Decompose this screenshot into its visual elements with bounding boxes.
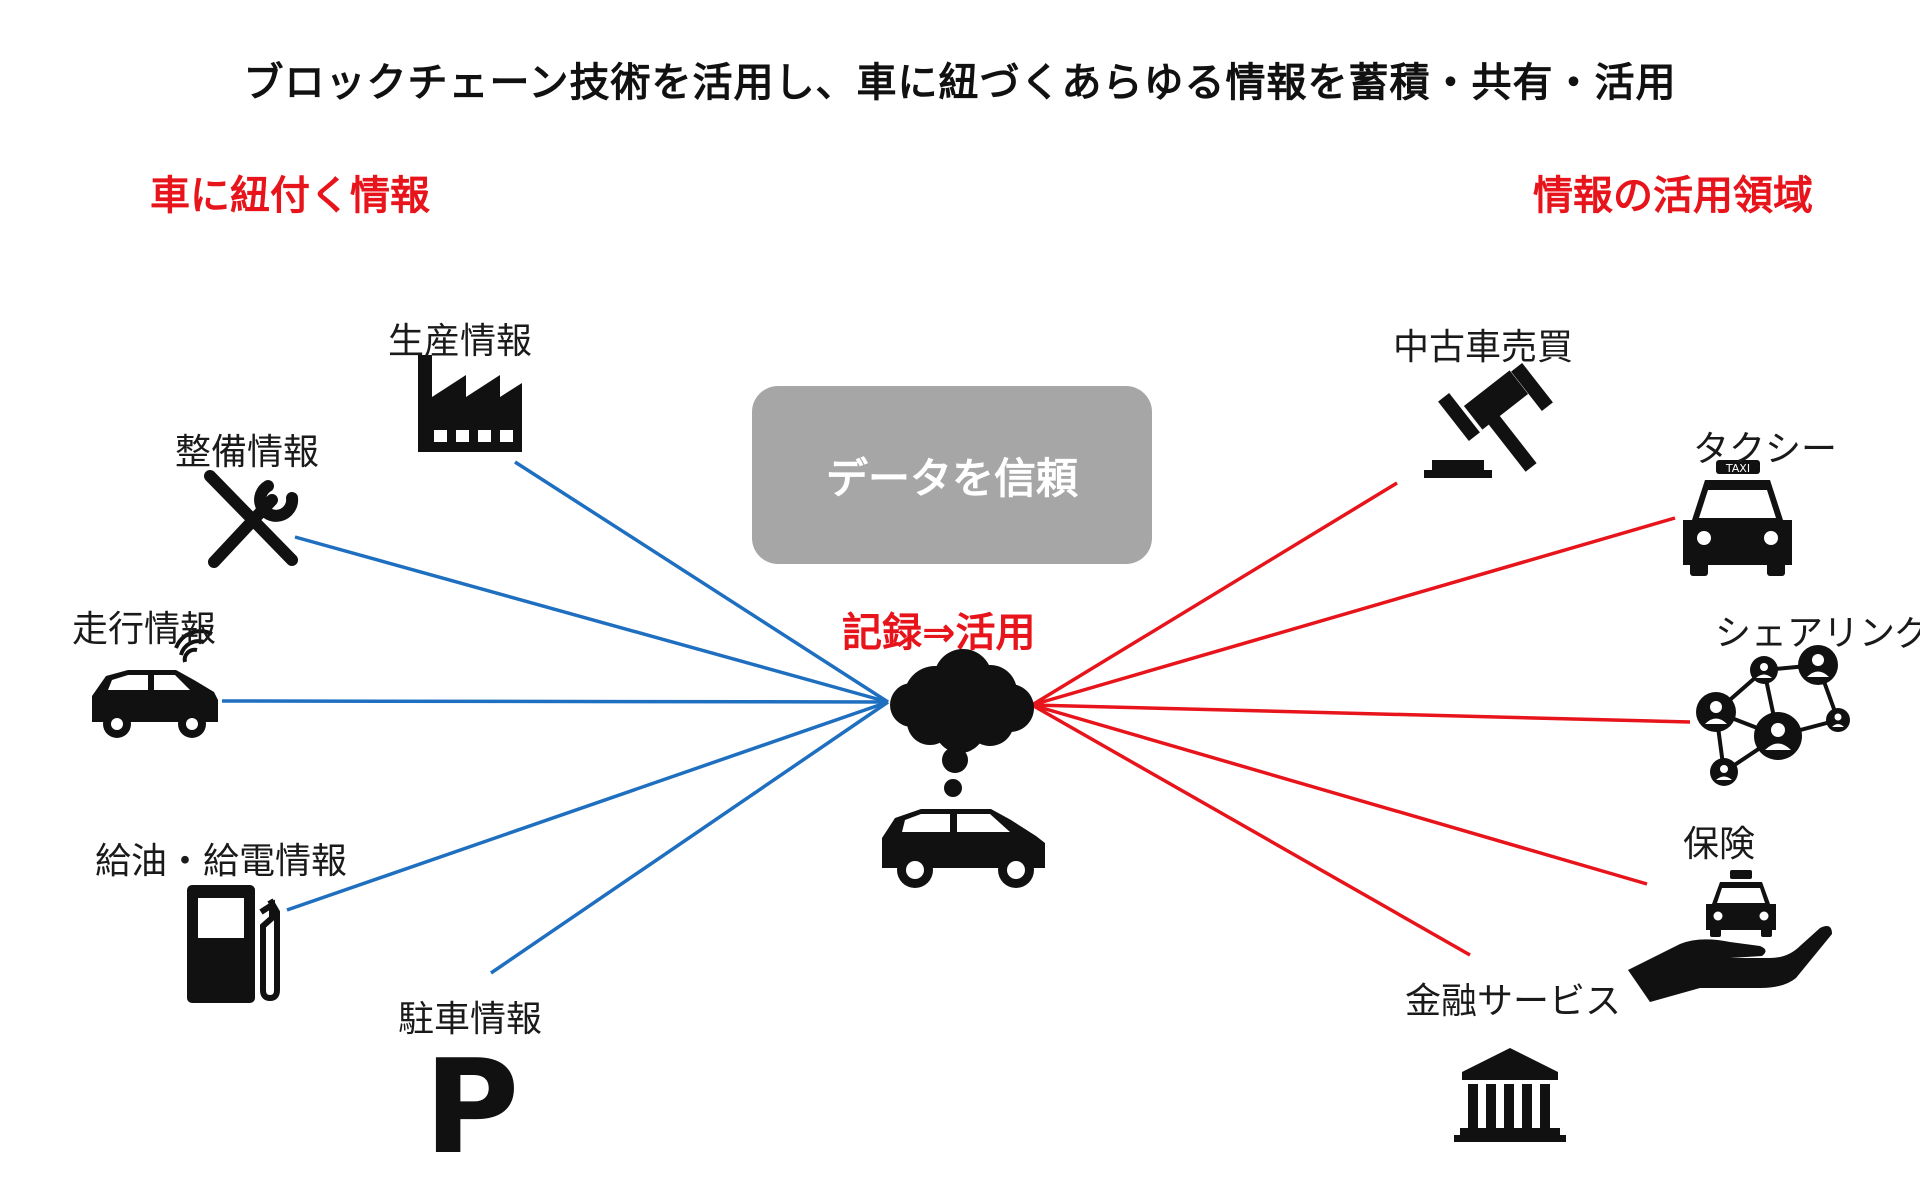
taxi-badge: TAXI: [1725, 462, 1750, 475]
connector-line-finance: [1031, 703, 1471, 957]
page-title: ブロックチェーン技術を活用し、車に紐づくあらゆる情報を蓄積・共有・活用: [243, 60, 1677, 106]
center-car-icon: [882, 809, 1045, 888]
fuel-pump-icon: [187, 885, 280, 1003]
insurance-hand-icon: [1628, 870, 1832, 1002]
right-heading: 情報の活用領域: [1533, 173, 1813, 219]
connector-line-insurance: [1031, 703, 1648, 886]
label-production: 生産情報: [388, 321, 533, 362]
label-driving: 走行情報: [72, 609, 217, 650]
cloud-icon: [890, 649, 1034, 797]
connector-line-driving: [221, 699, 889, 704]
label-insurance: 保険: [1683, 824, 1756, 865]
label-parking: 駐車情報: [398, 999, 543, 1040]
label-fueling: 給油・給電情報: [95, 841, 348, 882]
connector-line-parking: [490, 700, 889, 975]
parking-icon: P: [424, 1031, 520, 1183]
connector-line-sharing: [1031, 703, 1691, 724]
connector-line-taxi: [1031, 516, 1676, 707]
label-maintenance: 整備情報: [175, 432, 320, 473]
label-taxi: タクシー: [1693, 429, 1838, 470]
center-box-text: データを信頼: [825, 453, 1078, 503]
left-heading: 車に紐付く情報: [150, 173, 430, 219]
connector-line-production: [514, 460, 889, 704]
connector-line-fuel: [286, 700, 889, 912]
factory-icon: [418, 355, 522, 452]
wrench-screwdriver-icon: [204, 470, 299, 568]
label-used-car: 中古車売買: [1393, 327, 1574, 368]
connector-line-used-car: [1031, 481, 1398, 707]
label-finance: 金融サービス: [1405, 981, 1622, 1022]
auction-gavel-icon: [1424, 362, 1553, 478]
connector-line-maintenance: [294, 535, 889, 704]
taxi-icon: TAXI: [1683, 460, 1792, 576]
sharing-network-icon: [1696, 645, 1850, 786]
center-label: 記録⇒活用: [842, 610, 1036, 656]
center-box: データを信頼: [752, 386, 1152, 564]
label-sharing: シェアリング: [1715, 613, 1920, 654]
connected-car-icon: [92, 629, 218, 738]
bank-icon: [1454, 1048, 1566, 1142]
